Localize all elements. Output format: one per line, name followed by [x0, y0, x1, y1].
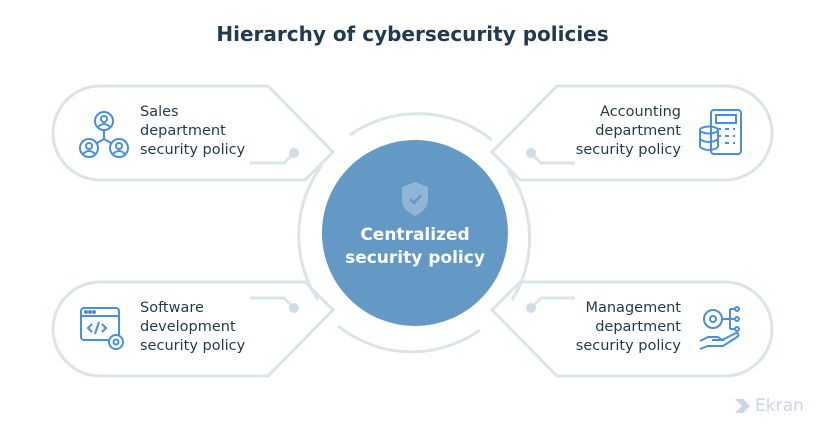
node-line: development — [140, 319, 236, 335]
logo-text: Ekran — [755, 396, 804, 416]
node-line: department — [140, 123, 226, 139]
code-window-gear-icon — [80, 307, 124, 350]
node-line: security policy — [575, 142, 681, 158]
ekran-logo-icon — [735, 399, 750, 413]
node-frame-management — [489, 280, 774, 378]
center-label: Centralized security policy — [322, 224, 508, 270]
node-accounting: Accounting department security policy — [576, 103, 681, 160]
node-line: Accounting — [600, 104, 681, 120]
node-management: Management department security policy — [576, 299, 681, 356]
page-title: Hierarchy of cybersecurity policies — [216, 22, 609, 46]
node-line: department — [595, 319, 681, 335]
node-line: Management — [585, 300, 681, 316]
node-line: Sales — [140, 104, 179, 120]
outer-arc-right — [506, 169, 532, 301]
outer-arc-left — [297, 164, 324, 301]
node-software: Software development security policy — [140, 299, 245, 356]
node-frame-software — [51, 280, 336, 378]
node-sales: Sales department security policy — [140, 103, 245, 160]
hand-gear-icon — [699, 306, 740, 350]
node-line: Software — [140, 300, 204, 316]
outer-arc-top — [349, 112, 493, 142]
node-line: security policy — [140, 338, 246, 354]
outer-arc-bottom — [337, 324, 481, 354]
ekran-logo: Ekran — [733, 396, 804, 416]
node-frame-sales — [51, 84, 336, 182]
calculator-coins-icon — [699, 109, 742, 155]
node-line: security policy — [575, 338, 681, 354]
users-network-icon — [79, 111, 129, 158]
center-line-1: Centralized — [360, 225, 470, 245]
node-line: department — [595, 123, 681, 139]
node-line: security policy — [140, 142, 246, 158]
shield-check-icon — [402, 182, 428, 216]
node-frame-accounting — [489, 84, 774, 182]
center-line-2: security policy — [345, 248, 485, 268]
center-circle — [322, 140, 508, 326]
